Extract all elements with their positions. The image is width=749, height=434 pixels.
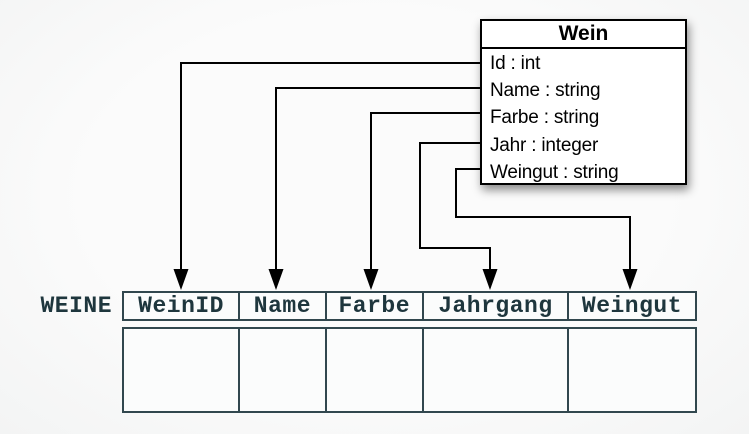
arrowhead-icon xyxy=(268,269,284,290)
class-attribute: Jahr : integer xyxy=(490,134,599,156)
arrowhead-icon xyxy=(173,269,189,290)
table-body-cell xyxy=(238,329,324,411)
connector-line-id xyxy=(180,62,480,271)
connector-line-farbe xyxy=(370,112,480,271)
table-header-cell: Name xyxy=(238,293,324,319)
table-body-cell xyxy=(324,329,422,411)
class-attribute: Weingut : string xyxy=(490,161,619,183)
class-title: Wein xyxy=(482,21,685,49)
table-header-cell: Farbe xyxy=(324,293,422,319)
table-body-cell xyxy=(566,329,695,411)
table-header-cell: WeinID xyxy=(138,293,224,319)
arrowhead-icon xyxy=(482,269,498,290)
class-attribute: Name : string xyxy=(490,80,601,102)
connector-line-weingut xyxy=(455,168,631,271)
arrowhead-icon xyxy=(363,269,379,290)
table-name-label: WEINE xyxy=(40,293,112,319)
table-header-cell: Jahrgang xyxy=(421,293,567,319)
table-header-cell: Weingut xyxy=(566,293,695,319)
arrowhead-icon xyxy=(622,269,638,290)
connector-line-name xyxy=(275,87,480,271)
table-body-cell xyxy=(124,329,238,411)
table-body-row xyxy=(122,327,697,413)
class-attribute: Id : int xyxy=(490,53,541,74)
connector-line-jahr xyxy=(419,142,491,271)
table-body-cell xyxy=(421,329,567,411)
class-attribute: Farbe : string xyxy=(490,107,600,129)
